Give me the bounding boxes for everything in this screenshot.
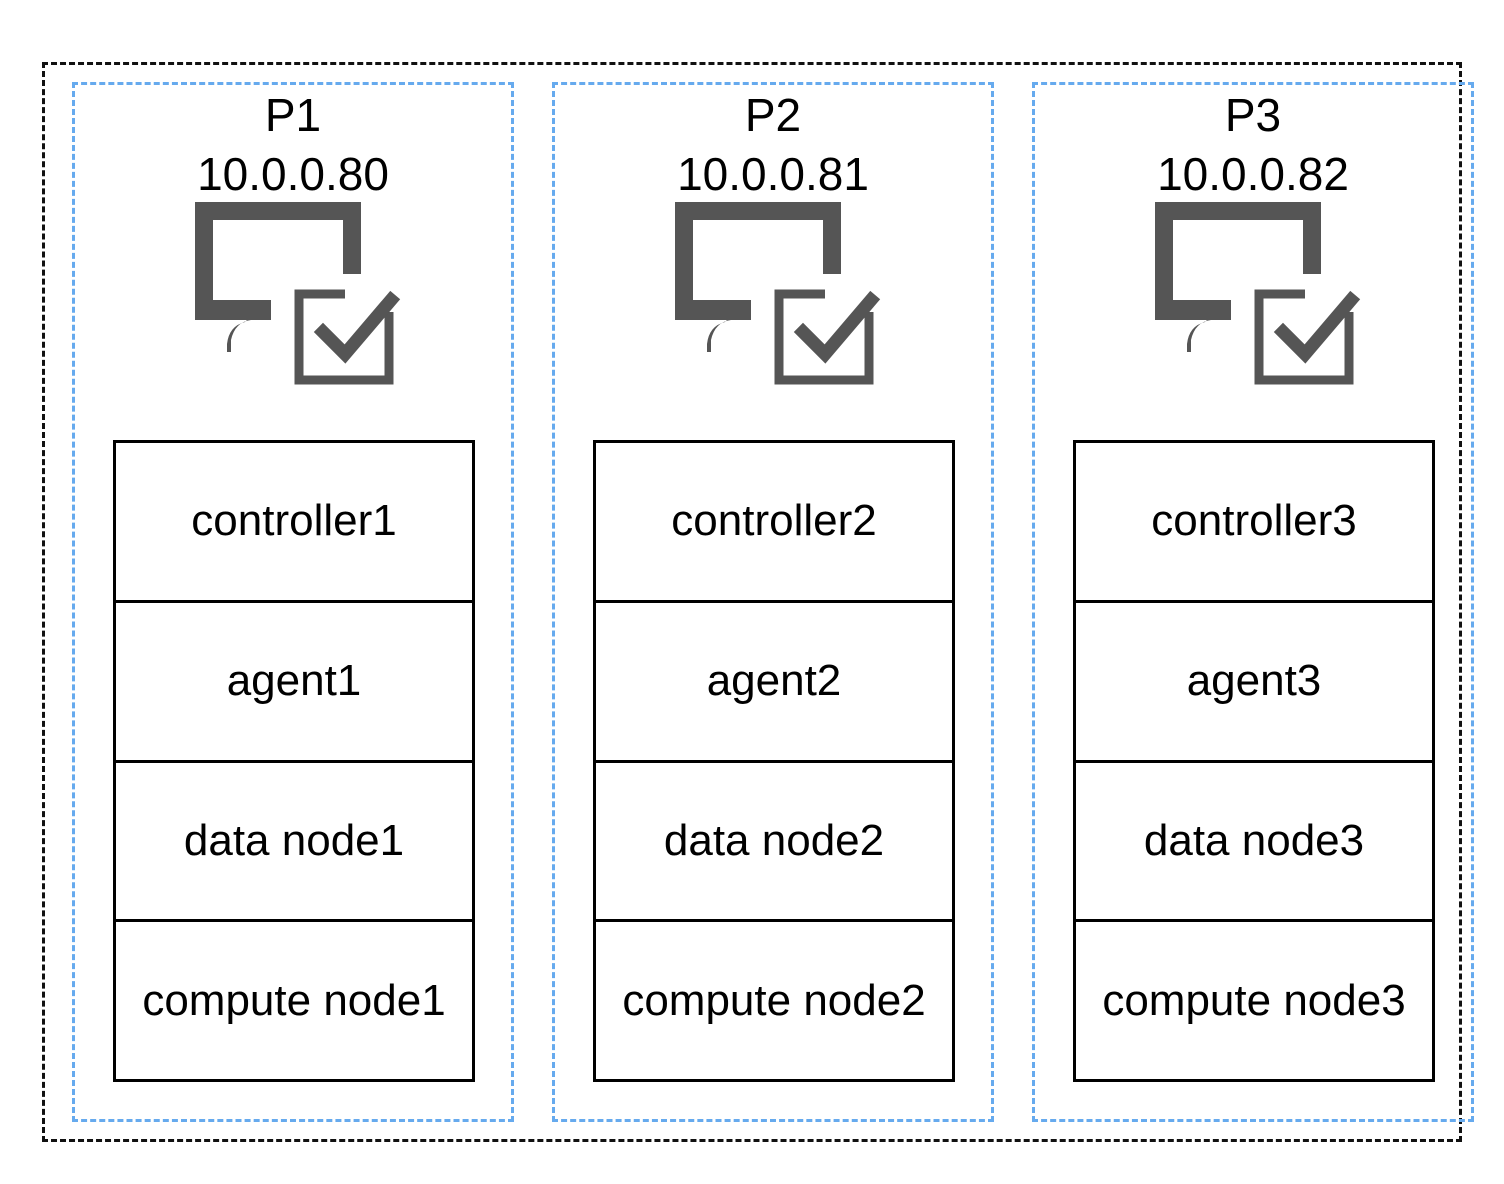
- component-agent: agent2: [596, 603, 952, 763]
- monitor-check-icon: [195, 202, 401, 385]
- component-data-node: data node3: [1076, 763, 1432, 923]
- monitor-check-icon: [1155, 202, 1361, 385]
- component-agent: agent3: [1076, 603, 1432, 763]
- server-name: P1: [264, 89, 322, 141]
- server-ip: 10.0.0.80: [197, 148, 389, 200]
- component-controller: controller2: [596, 443, 952, 603]
- component-data-node: data node2: [596, 763, 952, 923]
- component-stack: controller1 agent1 data node1 compute no…: [113, 440, 475, 1082]
- monitor-check-icon: [675, 202, 881, 385]
- component-stack: controller3 agent3 data node3 compute no…: [1073, 440, 1435, 1082]
- component-compute-node: compute node2: [622, 975, 926, 1025]
- server-name: P3: [1224, 89, 1282, 141]
- component-stack: controller2 agent2 data node2 compute no…: [593, 440, 955, 1082]
- server-p2: P2 10.0.0.81 controller2 agent2 data nod…: [552, 82, 994, 1122]
- server-name: P2: [744, 89, 802, 141]
- component-agent: agent1: [116, 603, 472, 763]
- component-controller: controller1: [116, 443, 472, 603]
- component-compute-node: compute node1: [142, 975, 446, 1025]
- server-p1: P1 10.0.0.80 controller1 agent1 data nod…: [72, 82, 514, 1122]
- server-p3: P3 10.0.0.82 controller3 agent3 data nod…: [1032, 82, 1474, 1122]
- component-compute-node: compute node3: [1102, 975, 1406, 1025]
- server-ip: 10.0.0.81: [677, 148, 869, 200]
- component-controller: controller3: [1076, 443, 1432, 603]
- component-data-node: data node1: [116, 763, 472, 923]
- server-ip: 10.0.0.82: [1157, 148, 1349, 200]
- cluster-boundary: [42, 62, 1462, 1142]
